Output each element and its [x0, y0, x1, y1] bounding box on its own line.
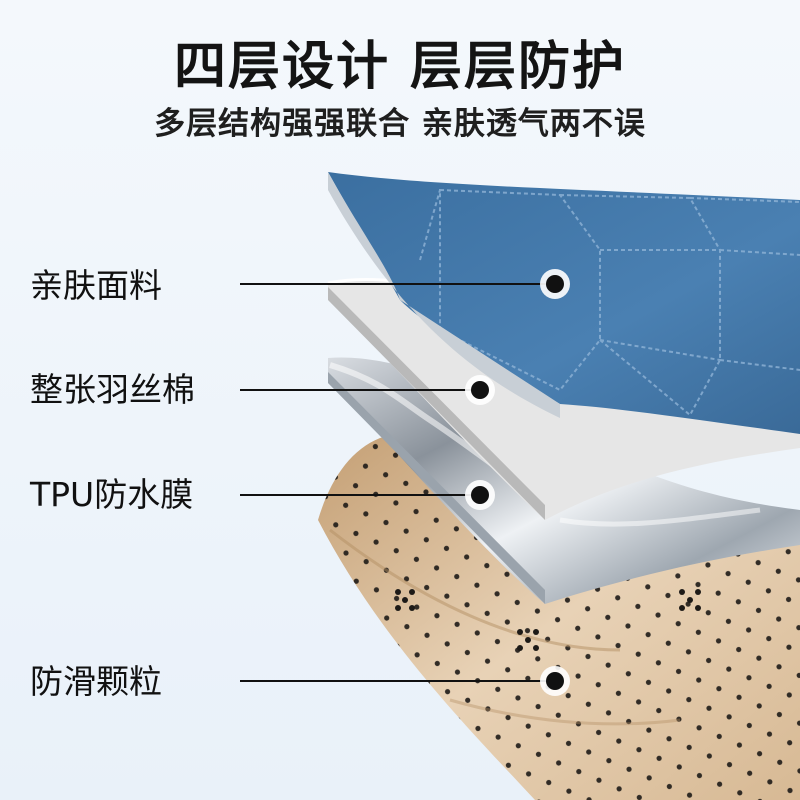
marker-dot-fabric	[546, 275, 564, 293]
page-subtitle: 多层结构强强联合 亲肤透气两不误	[154, 106, 646, 142]
layer-label-fabric: 亲肤面料	[30, 266, 162, 305]
marker-dot-antislip	[546, 672, 564, 690]
layer-label-tpu: TPU防水膜	[30, 475, 194, 514]
flower-icon	[395, 589, 701, 651]
marker-dot-tpu	[471, 486, 489, 504]
leader-lines	[240, 283, 555, 682]
layer-label-cotton: 整张羽丝棉	[30, 370, 195, 409]
marker-dots	[465, 269, 570, 696]
marker-dot-cotton	[471, 381, 489, 399]
page-title: 四层设计 层层防护	[173, 37, 627, 97]
layer-label-antislip: 防滑颗粒	[30, 662, 162, 701]
fabric-layer	[328, 172, 800, 434]
